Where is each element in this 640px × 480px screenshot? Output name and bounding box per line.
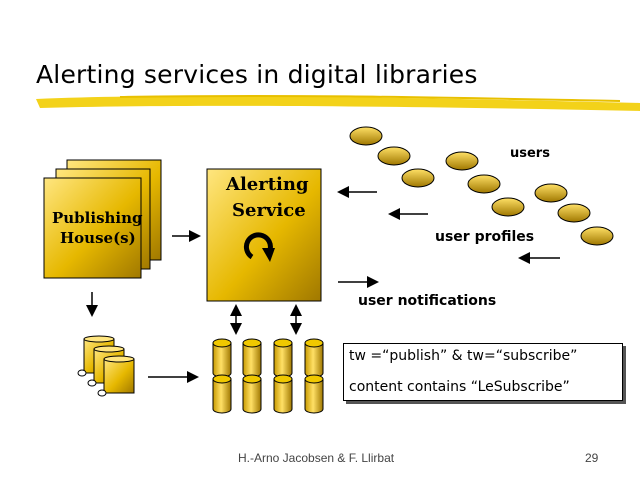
database-cylinder bbox=[212, 374, 232, 414]
publisher-label-line1: Publishing bbox=[52, 209, 143, 227]
scroll-document bbox=[97, 355, 135, 397]
subscription-rule-box: tw =“publish” & tw=“subscribe” content c… bbox=[343, 343, 623, 401]
database-cylinder bbox=[273, 374, 293, 414]
database-cylinder bbox=[304, 338, 324, 378]
user-ellipse bbox=[491, 197, 525, 217]
user-ellipse bbox=[377, 146, 411, 166]
user-ellipse bbox=[401, 168, 435, 188]
service-label-line1: Alerting bbox=[226, 174, 309, 195]
slide-title: Alerting services in digital libraries bbox=[36, 60, 478, 89]
cycle-icon bbox=[243, 232, 275, 262]
rule-line-2: content contains “LeSubscribe” bbox=[349, 379, 570, 395]
user-ellipse bbox=[534, 183, 568, 203]
page-number: 29 bbox=[585, 451, 599, 465]
database-cylinder bbox=[304, 374, 324, 414]
user-ellipse bbox=[580, 226, 614, 246]
database-cylinder bbox=[242, 374, 262, 414]
user-ellipse bbox=[467, 174, 501, 194]
rule-line-1: tw =“publish” & tw=“subscribe” bbox=[349, 348, 578, 364]
arrows bbox=[86, 186, 560, 383]
user-ellipse bbox=[349, 126, 383, 146]
database-cylinder bbox=[273, 338, 293, 378]
document-scrolls bbox=[77, 335, 135, 397]
users-label: users bbox=[510, 146, 550, 161]
title-highlight bbox=[36, 94, 640, 111]
database-cylinder bbox=[242, 338, 262, 378]
users-group bbox=[349, 126, 614, 246]
publishing-house-stack bbox=[43, 159, 162, 279]
notifications-label: user notifications bbox=[358, 293, 497, 309]
user-ellipse bbox=[557, 203, 591, 223]
publisher-label-line2: House(s) bbox=[60, 229, 136, 247]
database-cylinders bbox=[212, 338, 324, 414]
service-label-line2: Service bbox=[232, 200, 306, 221]
user-ellipse bbox=[445, 151, 479, 171]
profiles-label: user profiles bbox=[435, 229, 535, 245]
database-cylinder bbox=[212, 338, 232, 378]
footer-author: H.-Arno Jacobsen & F. Llirbat bbox=[238, 451, 395, 465]
